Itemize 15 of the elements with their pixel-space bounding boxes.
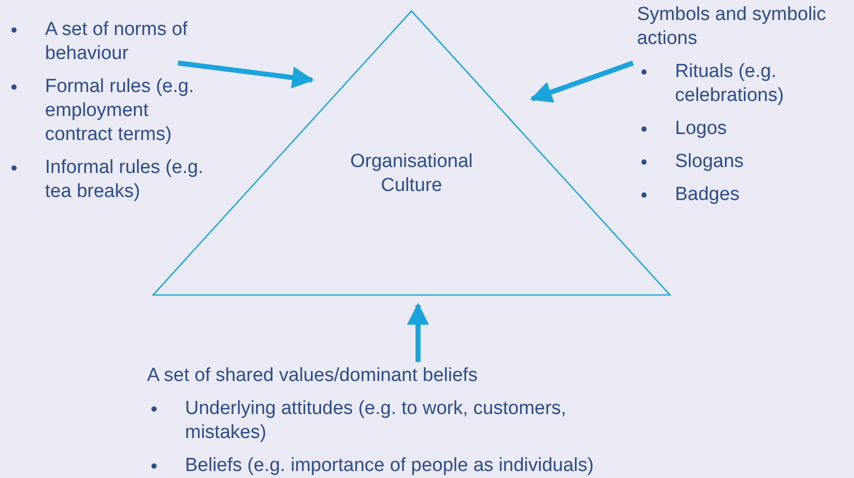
bullet-text: A set of norms of behaviour <box>45 19 188 64</box>
bullet-text: Slogans <box>675 151 744 172</box>
bullet-text: Badges <box>675 184 740 205</box>
bullet-text: Formal rules (e.g. employment contract terms) <box>45 76 194 145</box>
bullet-text: Informal rules (e.g. tea breaks) <box>45 157 204 202</box>
bullet-text: Beliefs (e.g. importance of people as individuals) <box>185 455 594 476</box>
arrow <box>178 60 314 88</box>
heading-text: Symbols and symbolic actions <box>637 3 828 51</box>
bullet-text: Logos <box>675 118 727 139</box>
bullet-text: Rituals (e.g. celebrations) <box>675 61 784 106</box>
bullet-text: Underlying attitudes (e.g. to work, customers, mistakes) <box>185 398 566 443</box>
arrow <box>530 60 634 103</box>
heading-text: A set of shared values/dominant beliefs <box>147 364 479 388</box>
node-label: Organisational Culture <box>349 150 474 198</box>
arrow <box>407 302 429 362</box>
